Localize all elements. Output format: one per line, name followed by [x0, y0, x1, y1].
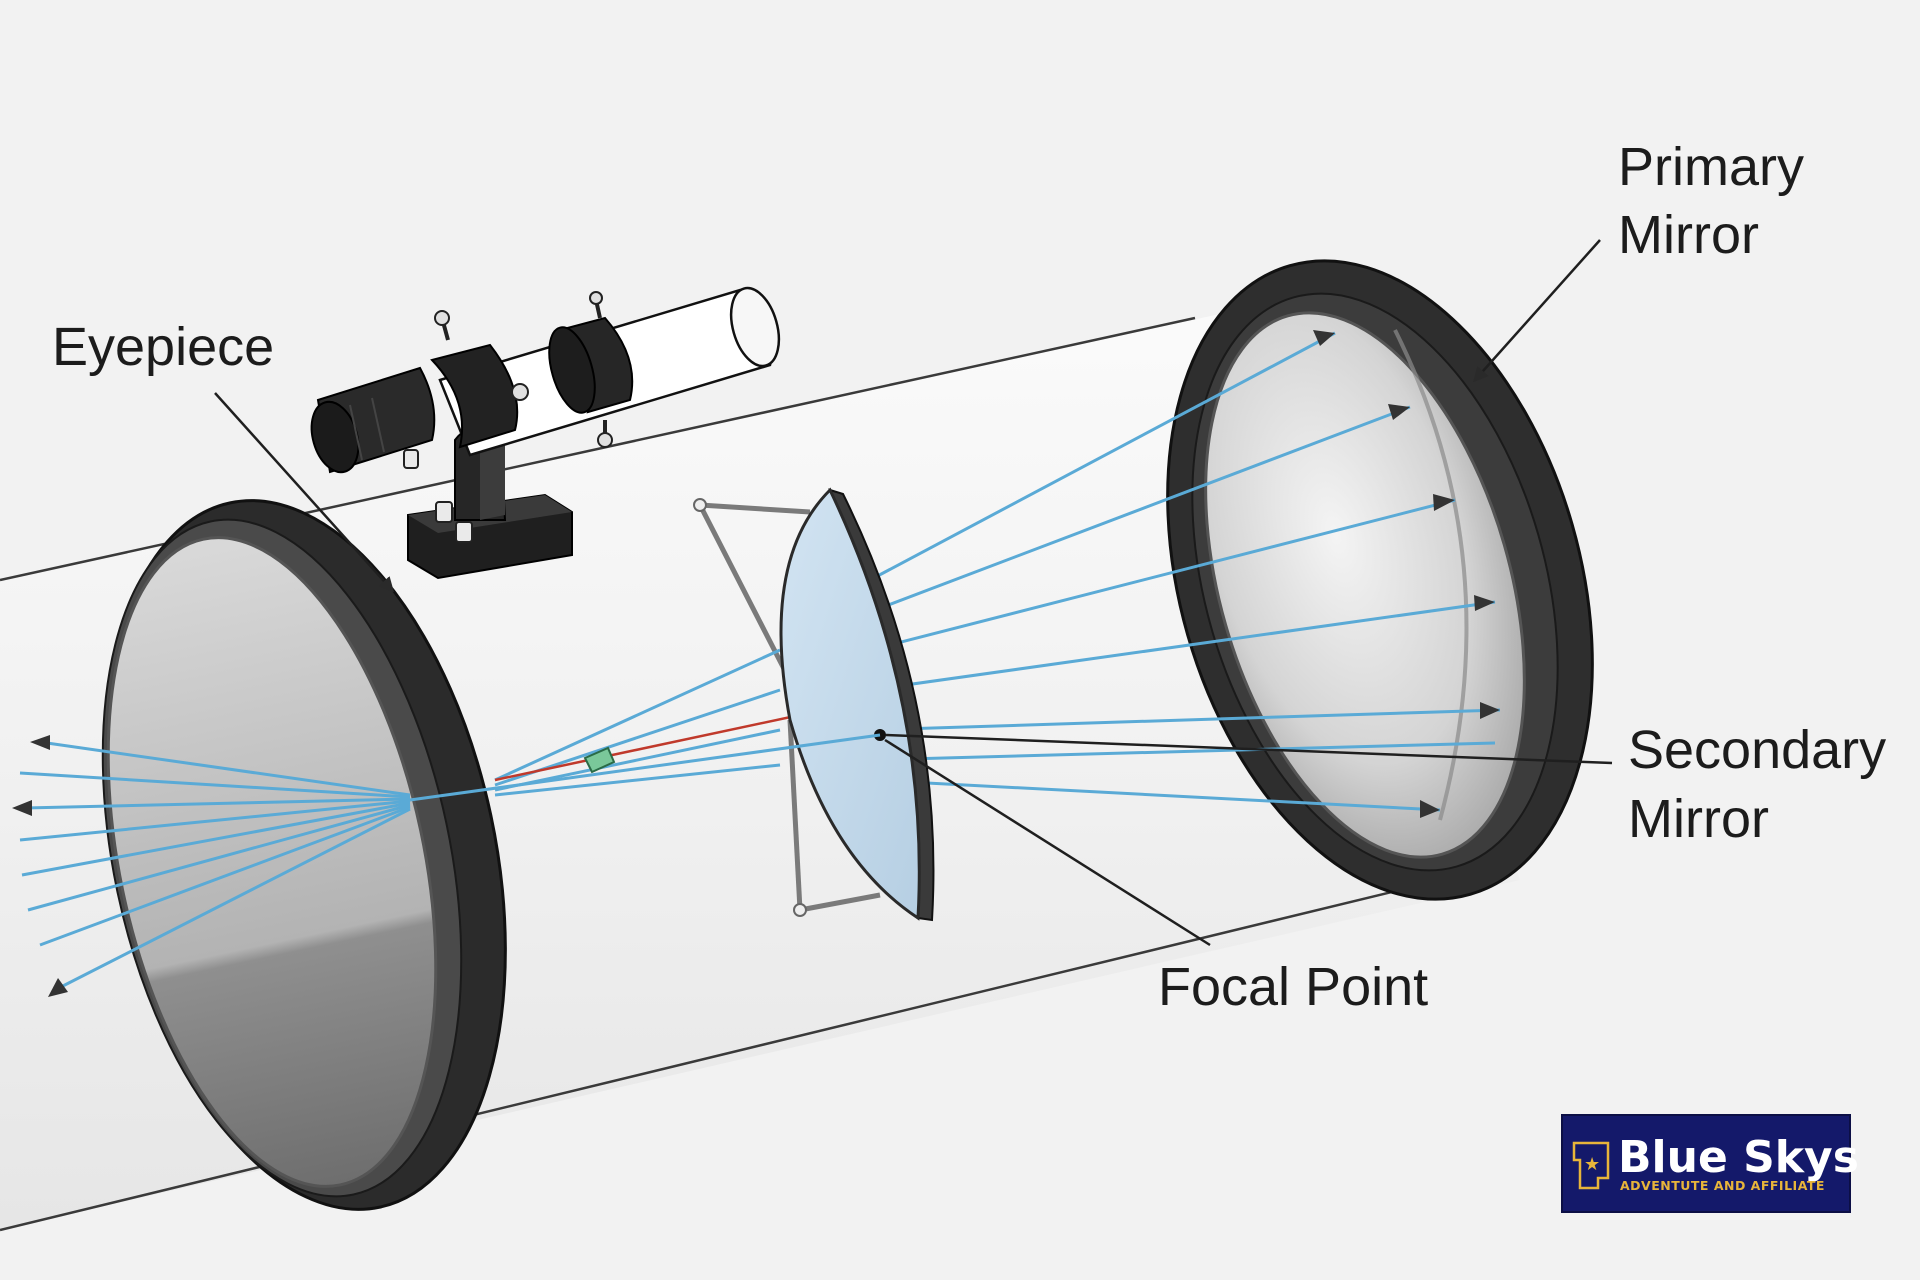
label-focal-point: Focal Point	[1158, 957, 1428, 1017]
laser-alignment-line	[494, 713, 801, 782]
ray-arrowheads	[1313, 330, 1500, 818]
label-primary-mirror-line1: Primary	[1618, 137, 1804, 197]
primary-mirror-cell	[1166, 259, 1594, 901]
primary-mirror-glass	[1204, 311, 1526, 859]
center-ray-to-focal	[409, 733, 881, 802]
leader-secondary-mirror	[885, 733, 1613, 765]
diverging-light-rays	[19, 740, 411, 992]
finder-scope	[310, 286, 781, 580]
label-eyepiece: Eyepiece	[52, 317, 274, 377]
near-aperture	[101, 499, 507, 1211]
logo-subtitle: ADVENTUTE AND AFFILIATE	[1620, 1178, 1825, 1193]
secondary-mirror	[779, 487, 935, 922]
leader-primary-mirror	[1473, 239, 1601, 383]
blue-skys-logo: ★ Blue Skys ADVENTUTE AND AFFILIATE	[1561, 1114, 1859, 1213]
label-secondary-mirror-line2: Mirror	[1628, 789, 1769, 849]
collimation-cap	[583, 746, 616, 774]
star-icon: ★	[1584, 1154, 1600, 1175]
logo-title: Blue Skys	[1618, 1132, 1859, 1183]
incoming-light-rays	[869, 331, 1501, 812]
leader-eyepiece	[214, 392, 395, 593]
state-outline-icon: ★	[1572, 1141, 1610, 1190]
near-aperture-glass	[106, 536, 438, 1188]
label-primary-mirror-line2: Mirror	[1618, 205, 1759, 265]
leader-focal-point	[884, 738, 1211, 947]
diverging-arrowheads	[12, 735, 68, 997]
label-secondary-mirror-line1: Secondary	[1628, 720, 1886, 780]
tube-bottom-edge	[0, 888, 1401, 1232]
